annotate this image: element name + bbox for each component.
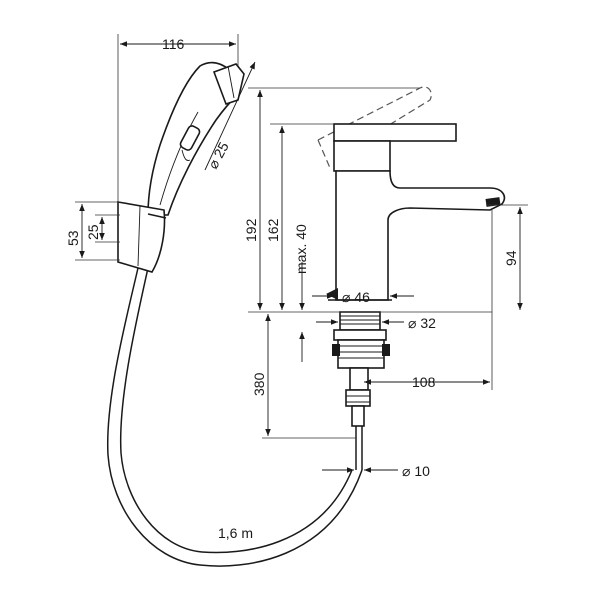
label-max-40: max. 40 xyxy=(293,224,309,274)
label-diameter-25: ⌀ 25 xyxy=(205,139,232,171)
shower-hose xyxy=(106,267,363,567)
lever-raised-phantom xyxy=(317,86,432,151)
shower-holder xyxy=(117,201,167,273)
hand-shower xyxy=(147,61,245,216)
label-25: 25 xyxy=(85,224,101,240)
dimension-lines xyxy=(79,41,523,473)
extension-lines xyxy=(75,34,528,439)
label-94: 94 xyxy=(503,250,519,266)
label-hose-length: 1,6 m xyxy=(218,525,253,541)
label-diameter-46: ⌀ 46 xyxy=(342,289,370,305)
label-diameter-32: ⌀ 32 xyxy=(408,315,436,331)
mounting-shank xyxy=(339,311,381,331)
label-162: 162 xyxy=(265,218,281,242)
label-53: 53 xyxy=(65,230,81,246)
label-192: 192 xyxy=(243,218,259,242)
faucet xyxy=(317,86,506,470)
lever-handle xyxy=(333,123,457,142)
label-108: 108 xyxy=(412,374,436,390)
faucet-body xyxy=(335,170,506,301)
label-380: 380 xyxy=(251,372,267,396)
label-116: 116 xyxy=(162,36,185,52)
label-diameter-10: ⌀ 10 xyxy=(402,463,430,479)
